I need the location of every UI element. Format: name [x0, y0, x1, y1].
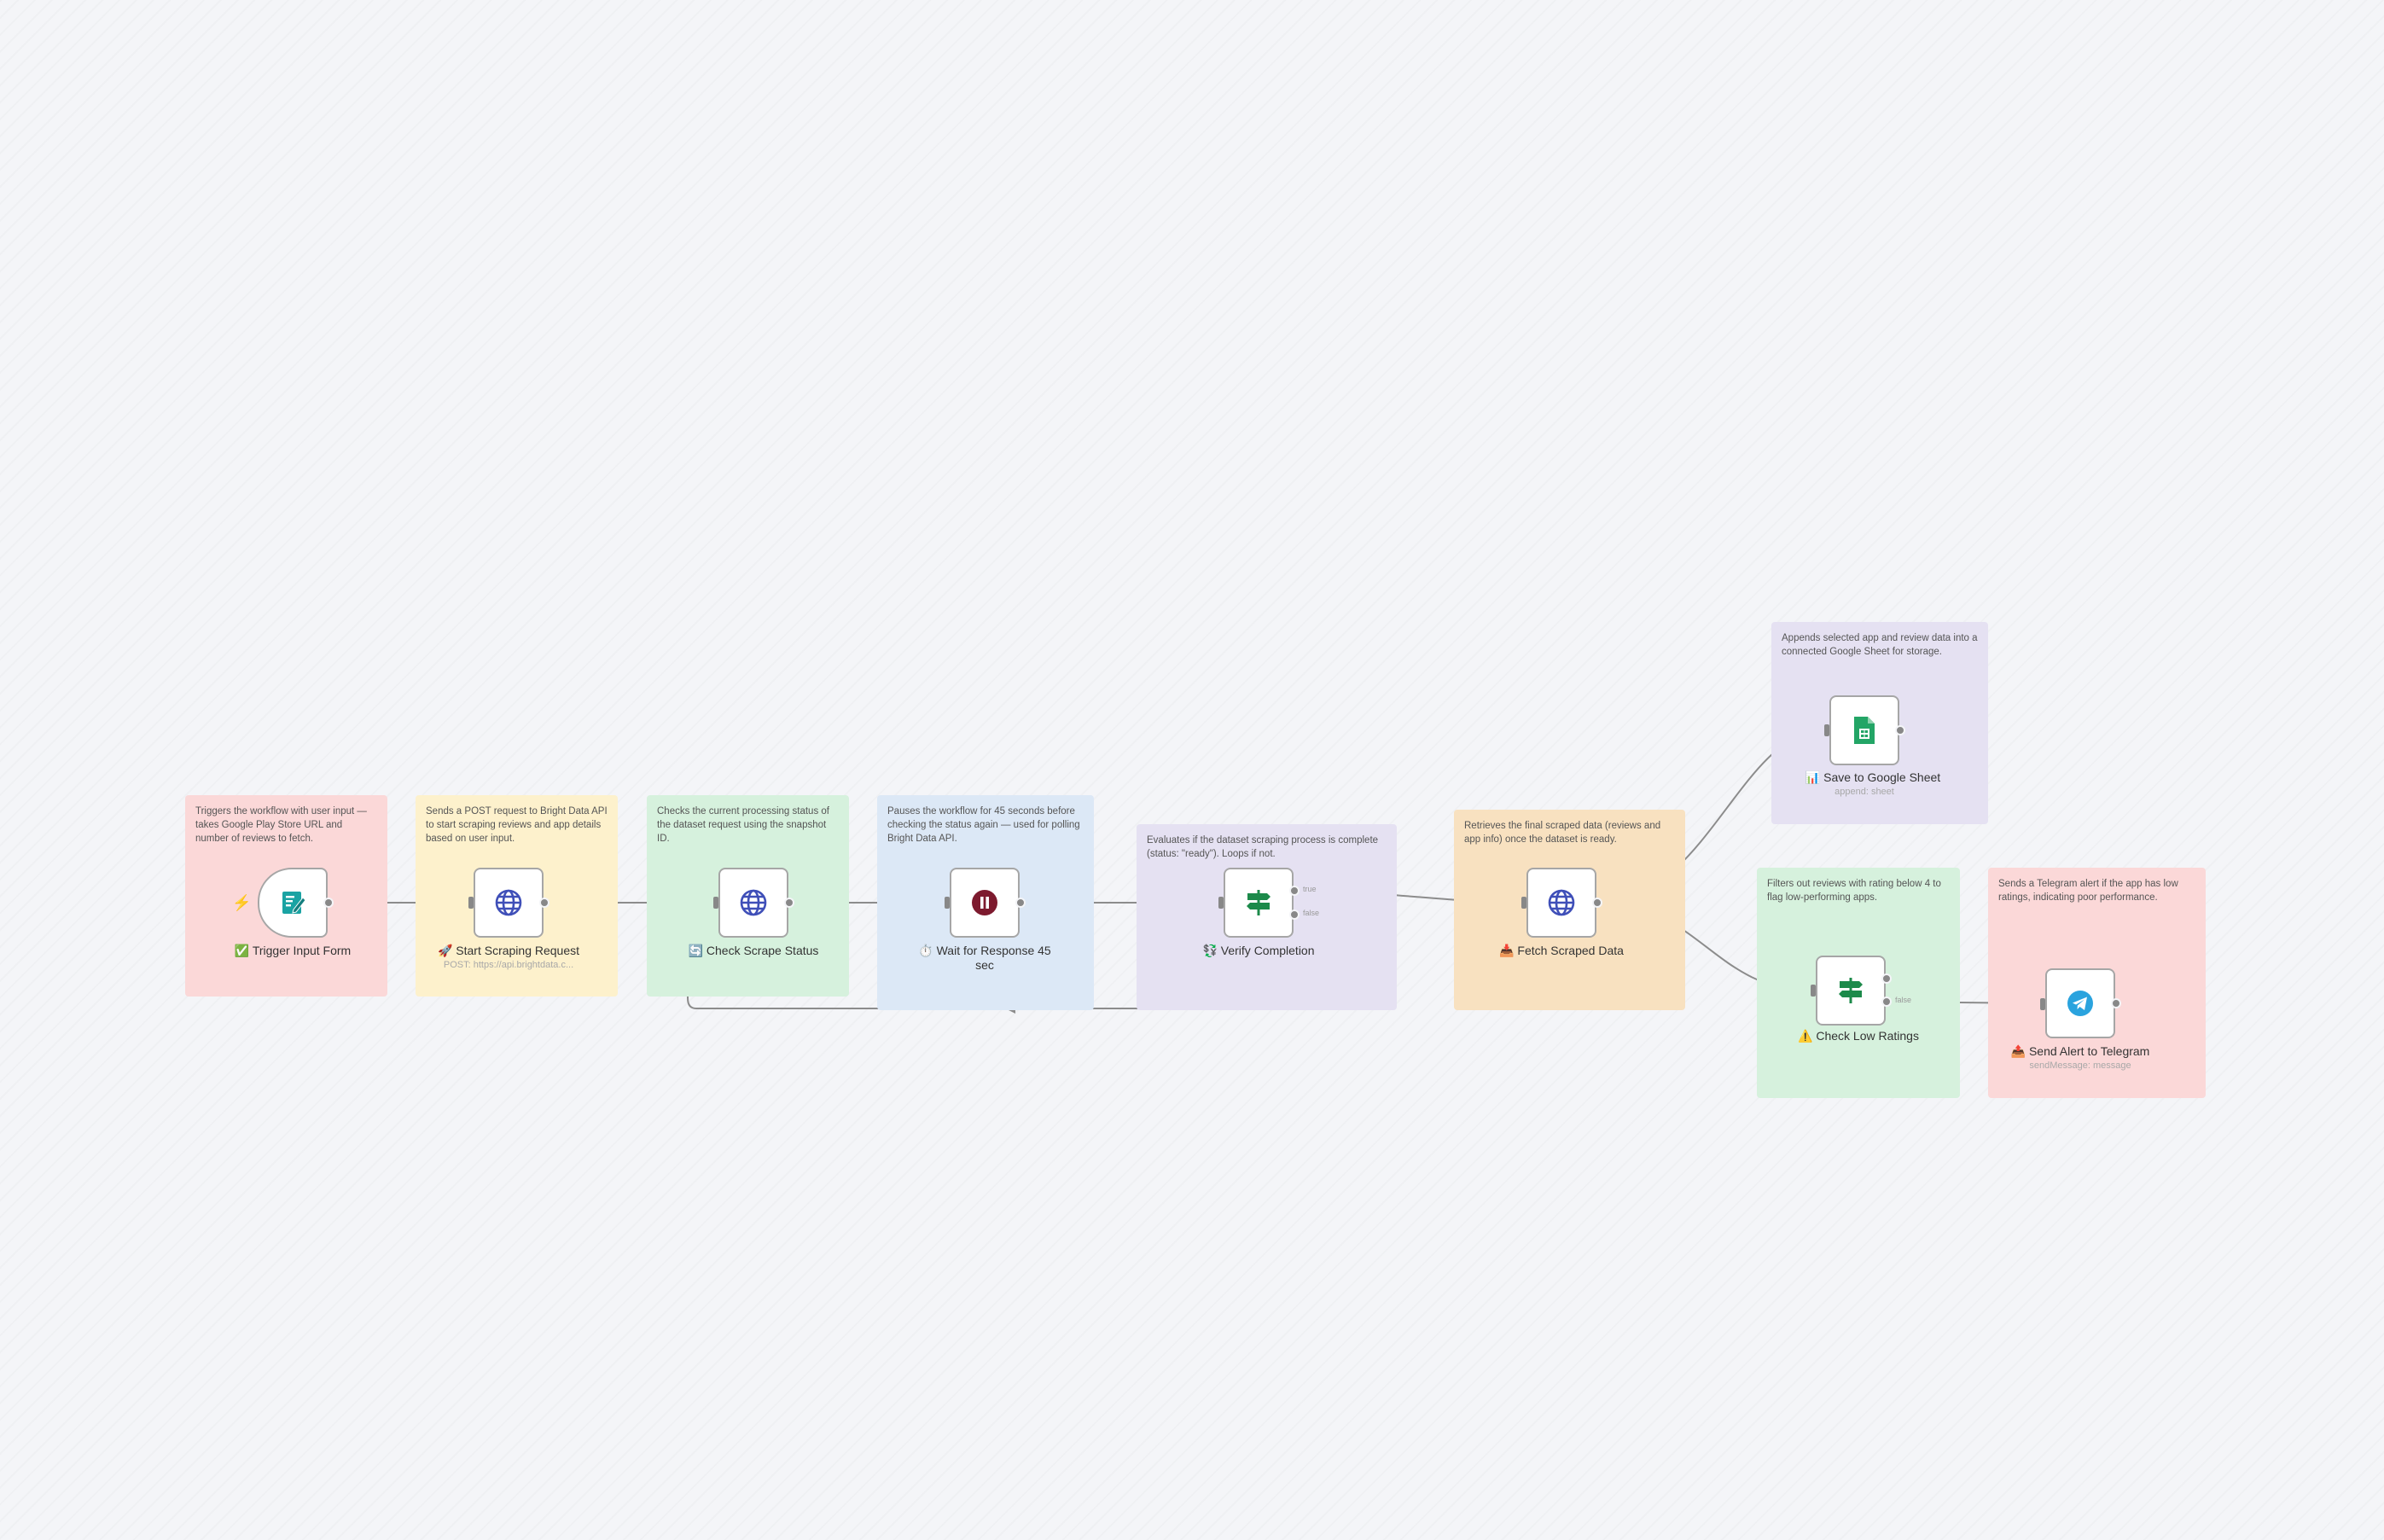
sticky-note-trigger[interactable]: Triggers the workflow with user input — …	[185, 795, 387, 997]
node-fetch-scraped-data[interactable]	[1526, 868, 1596, 938]
node-verify-completion[interactable]	[1224, 868, 1294, 938]
node-label-trigger-input-form: ✅ Trigger Input Form	[234, 944, 352, 957]
node-label-send-alert-to-telegram: 📤 Send Alert to Telegram	[2010, 1044, 2150, 1058]
note-text: Sends a Telegram alert if the app has lo…	[1998, 879, 2178, 903]
output-handle[interactable]	[2111, 998, 2121, 1008]
node-check-scrape-status[interactable]	[718, 868, 788, 938]
note-text: Retrieves the final scraped data (review…	[1464, 821, 1661, 845]
node-send-alert-to-telegram[interactable]	[2045, 968, 2115, 1038]
node-check-low-ratings[interactable]	[1816, 956, 1886, 1026]
pause-icon	[972, 890, 997, 915]
node-label-fetch-scraped-data: 📥 Fetch Scraped Data	[1499, 944, 1624, 957]
signpost-icon	[1247, 890, 1270, 915]
node-label-check-scrape-status: 🔄 Check Scrape Status	[688, 944, 819, 957]
input-handle[interactable]	[1521, 897, 1526, 909]
globe-icon	[1548, 889, 1575, 916]
node-trigger-input-form[interactable]	[258, 868, 328, 938]
input-handle[interactable]	[468, 897, 474, 909]
note-text: Pauses the workflow for 45 seconds befor…	[887, 806, 1080, 844]
note-text: Filters out reviews with rating below 4 …	[1767, 879, 1941, 903]
node-label-wait-for-response: ⏱️ Wait for Response 45 sec	[918, 944, 1051, 972]
branch-label-false: false	[1895, 996, 1912, 1004]
output-handle-true[interactable]	[1881, 973, 1892, 984]
signpost-icon	[1839, 978, 1863, 1003]
input-handle[interactable]	[713, 897, 718, 909]
output-handle-false[interactable]	[1881, 997, 1892, 1007]
node-subtitle-save-to-google-sheet: append: sheet	[1835, 787, 1894, 797]
node-label-save-to-google-sheet: 📊 Save to Google Sheet	[1805, 770, 1941, 784]
input-handle[interactable]	[945, 897, 950, 909]
node-label-verify-completion: 💱 Verify Completion	[1202, 944, 1315, 957]
globe-icon	[495, 889, 522, 916]
input-handle[interactable]	[1811, 985, 1816, 997]
output-handle[interactable]	[784, 898, 794, 908]
node-subtitle-send-alert-to-telegram: sendMessage: message	[2029, 1061, 2131, 1071]
output-handle[interactable]	[1895, 725, 1905, 735]
input-handle[interactable]	[1218, 897, 1224, 909]
note-text: Checks the current processing status of …	[657, 806, 829, 844]
output-handle[interactable]	[539, 898, 549, 908]
node-subtitle-start-scraping-request: POST: https://api.brightdata.c...	[443, 960, 574, 970]
output-handle-true[interactable]	[1289, 886, 1300, 896]
node-start-scraping-request[interactable]	[474, 868, 544, 938]
globe-icon	[740, 889, 767, 916]
trigger-bolt-icon: ⚡	[232, 894, 252, 911]
note-text: Appends selected app and review data int…	[1782, 633, 1978, 657]
node-label-check-low-ratings: ⚠️ Check Low Ratings	[1798, 1029, 1919, 1043]
output-handle[interactable]	[1592, 898, 1602, 908]
branch-label-true: true	[1303, 885, 1317, 893]
note-text: Sends a POST request to Bright Data API …	[426, 806, 608, 844]
input-handle[interactable]	[2040, 998, 2045, 1010]
input-handle[interactable]	[1824, 724, 1829, 736]
branch-label-false: false	[1303, 909, 1320, 917]
output-handle-false[interactable]	[1289, 909, 1300, 920]
note-text: Triggers the workflow with user input — …	[195, 806, 367, 844]
node-label-start-scraping-request: 🚀 Start Scraping Request	[437, 944, 580, 957]
form-icon	[282, 892, 306, 914]
output-handle[interactable]	[1015, 898, 1026, 908]
note-text: Evaluates if the dataset scraping proces…	[1147, 835, 1379, 859]
node-wait-for-response[interactable]	[950, 868, 1020, 938]
node-save-to-google-sheet[interactable]	[1829, 695, 1899, 765]
output-handle[interactable]	[323, 898, 334, 908]
google-sheets-icon	[1854, 717, 1875, 744]
telegram-icon	[2067, 991, 2093, 1016]
